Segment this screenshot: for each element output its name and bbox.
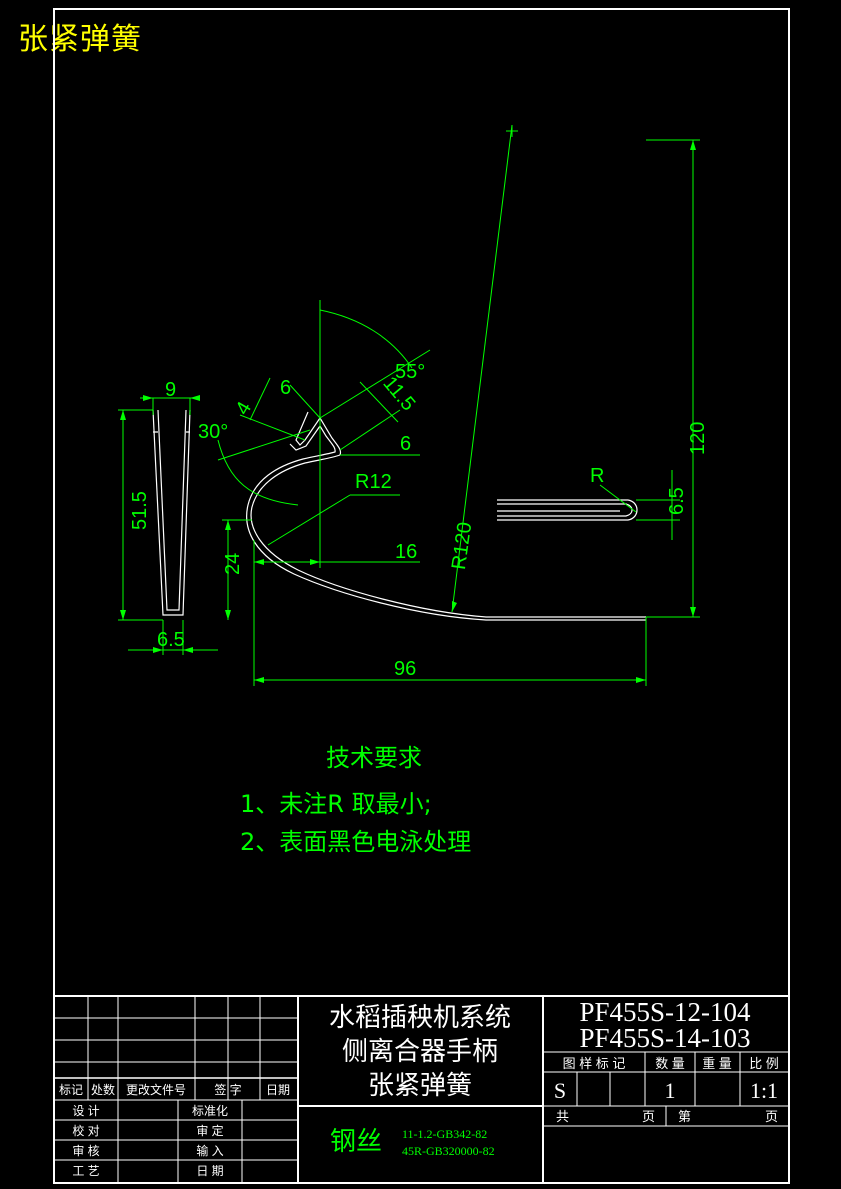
- dimension-lines: [118, 124, 700, 686]
- col-weight: 重 量: [702, 1056, 732, 1071]
- dim-16: 16: [395, 541, 417, 563]
- side-view: [152, 409, 191, 616]
- dim-6-top: 6: [280, 377, 291, 399]
- row-check: 校 对: [72, 1123, 99, 1138]
- scale-value: 1:1: [750, 1078, 778, 1103]
- title-name-3: 张紧弹簧: [368, 1070, 472, 1100]
- title-name-1: 水稻插秧机系统: [329, 1002, 511, 1032]
- mark-value: S: [554, 1078, 566, 1103]
- material-block: 钢丝 11-1.2-GB342-82 45R-GB320000-82: [330, 1126, 495, 1158]
- rev-header-file: 更改文件号: [126, 1082, 186, 1097]
- dim-9: 9: [165, 379, 176, 401]
- row-standard: 标准化: [192, 1104, 228, 1118]
- row-date: 日 期: [196, 1164, 223, 1178]
- dim-r120: R120: [448, 521, 476, 571]
- dimension-labels: 9 51.5 6.5 6 55° 11.5 30° 4 6 R12 16 24 …: [129, 361, 709, 680]
- col-scale: 比 例: [749, 1056, 779, 1071]
- row-audit: 审 核: [72, 1143, 99, 1158]
- rev-header-count: 处数: [91, 1082, 115, 1097]
- notes-line-1: 1、未注R 取最小;: [240, 790, 432, 818]
- row-review: 审 定: [196, 1123, 223, 1138]
- dim-6-5-right: 6.5: [666, 487, 688, 515]
- dim-30deg: 30°: [198, 421, 228, 443]
- dim-55deg: 55°: [395, 361, 425, 383]
- col-qty: 数 量: [655, 1056, 685, 1071]
- material-spec-2: 45R-GB320000-82: [402, 1144, 495, 1158]
- drawing-number-1: PF455S-12-104: [579, 997, 751, 1027]
- rev-header-sign: 签 字: [214, 1082, 241, 1097]
- title-block-grid: [53, 995, 790, 1184]
- sheet-page-2: 页: [765, 1109, 778, 1124]
- title-name-2: 侧离合器手柄: [342, 1036, 498, 1066]
- notes-line-2: 2、表面黑色电泳处理: [240, 828, 472, 856]
- sheet-number: 第: [678, 1109, 691, 1124]
- sheet-total: 共: [556, 1109, 569, 1124]
- dim-120: 120: [687, 422, 709, 455]
- dim-6-right: 6: [400, 433, 411, 455]
- dim-96: 96: [394, 658, 416, 680]
- dim-24: 24: [222, 553, 244, 575]
- drawing-title: 张紧弹簧: [18, 22, 142, 57]
- col-mark: 图 样 标 记: [563, 1056, 626, 1071]
- dim-r-small: R: [590, 465, 604, 487]
- rev-header-mark: 标记: [59, 1083, 83, 1097]
- dim-51-5: 51.5: [129, 491, 151, 530]
- qty-value: 1: [665, 1078, 676, 1103]
- title-block-text: 水稻插秧机系统 侧离合器手柄 张紧弹簧 PF455S-12-104 PF455S…: [59, 997, 779, 1178]
- spring-profile: [246, 411, 646, 621]
- material-name: 钢丝: [330, 1126, 382, 1156]
- row-input: 输 入: [196, 1143, 223, 1158]
- material-spec-1: 11-1.2-GB342-82: [402, 1127, 487, 1141]
- dimension-arrows: [120, 140, 696, 683]
- dim-r12: R12: [355, 471, 392, 493]
- notes-heading: 技术要求: [326, 744, 422, 772]
- rev-header-date: 日期: [266, 1083, 290, 1097]
- dim-6-5-bottom: 6.5: [157, 629, 185, 651]
- drawing-number-2: PF455S-14-103: [579, 1023, 750, 1053]
- row-process: 工 艺: [72, 1164, 99, 1178]
- row-design: 设 计: [72, 1104, 99, 1118]
- sheet-page: 页: [642, 1109, 655, 1124]
